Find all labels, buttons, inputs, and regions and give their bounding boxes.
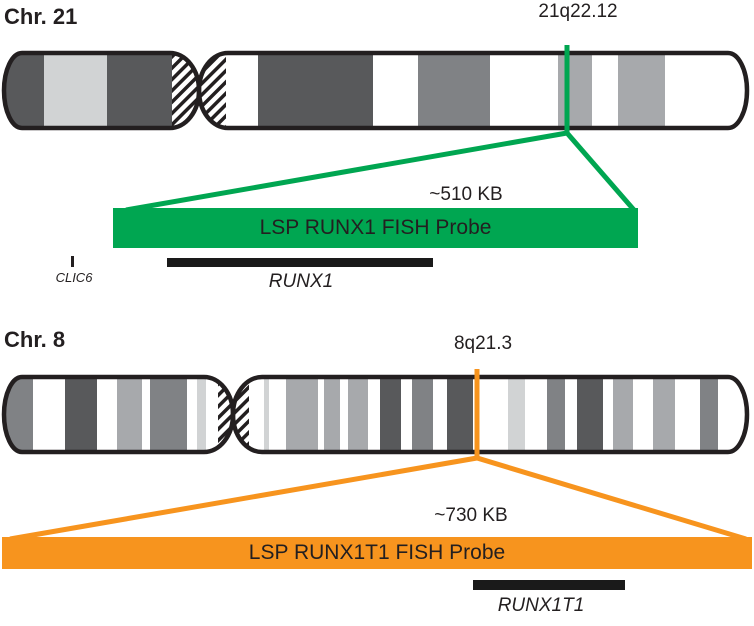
runx1-probe-bar: LSP RUNX1 FISH Probe [113,208,638,248]
clic6-gene-tick [71,256,74,267]
runx1-gene-label: RUNX1 [268,271,334,292]
chromosome-21-ideogram [1,45,750,213]
chr8-title: Chr. 8 [4,327,66,352]
chromosome-8-ideogram [1,369,750,542]
chr21-title: Chr. 21 [4,4,78,29]
runx1t1-gene-label: RUNX1T1 [497,595,585,616]
runx1t1-gene-bar [473,580,625,590]
runx1-probe-label: LSP RUNX1 FISH Probe [259,216,492,239]
chr21-locus-label: 21q22.12 [538,1,618,22]
runx1t1-probe-size-label: ~730 KB [434,505,508,526]
clic6-gene-label: CLIC6 [55,270,93,285]
runx1-gene-bar [167,258,433,267]
runx1t1-probe-label: LSP RUNX1T1 FISH Probe [248,541,506,564]
runx1t1-probe-bar: LSP RUNX1T1 FISH Probe [2,537,752,569]
chr8-locus-label: 8q21.3 [453,333,513,354]
runx1-probe-size-label: ~510 KB [429,184,503,205]
